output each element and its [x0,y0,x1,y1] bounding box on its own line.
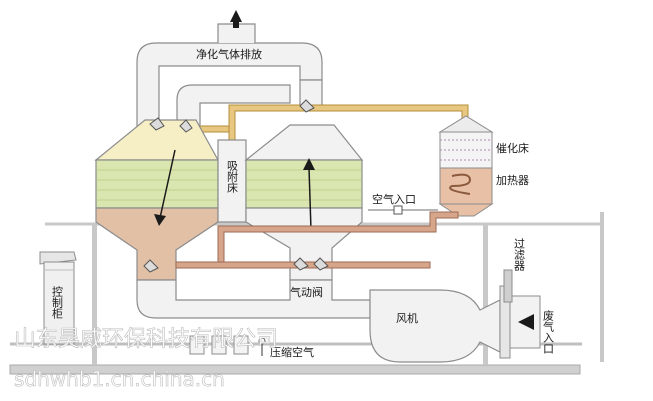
label-exhaust: 净化气体排放 [196,47,262,61]
flow-line-right [308,167,312,231]
main-duct [136,279,371,319]
left-adsorber [94,119,220,281]
watermark-company: 山东昊威环保科技有限公司 [14,327,278,352]
fan [369,285,541,363]
arrow-left-icon [518,314,534,330]
label-heater: 加热器 [496,174,529,187]
label-catalyst-bed: 催化床 [496,141,529,155]
right-adsorber [244,124,364,281]
label-fan: 风机 [396,311,418,325]
arrow-down-icon [154,214,166,226]
valve-icon [149,117,165,131]
control-cabinet [39,251,77,345]
arrow-up-icon [230,10,242,22]
compressed-air-units [189,335,266,356]
inner-duct [176,84,291,139]
watermark-url: sdhwhb1.cn.china.cn [14,367,225,391]
label-adsorption-bed: 吸附床 [226,160,239,194]
flow-line-left [159,149,176,219]
label-air-inlet: 空气入口 [372,192,416,206]
label-compressed-air: 压缩空气 [270,345,314,359]
hot-pipe [228,104,469,149]
valve-icon [299,99,315,113]
arrow-up-icon [303,158,315,170]
valve-icon [293,257,309,271]
label-waste-gas-inlet: 废气入口 [542,309,555,354]
valve-icon [179,119,193,133]
valve-icons [143,99,329,273]
valve-icon [143,259,159,273]
valve-icon [393,205,403,215]
label-control-cabinet: 控制柜 [51,285,64,320]
filter-unit [503,269,513,303]
catalytic-tower [438,115,494,217]
label-filter: 过滤器 [513,238,526,272]
valve-icon [313,257,329,271]
label-pneumatic-valve: 气动阀 [290,285,323,299]
